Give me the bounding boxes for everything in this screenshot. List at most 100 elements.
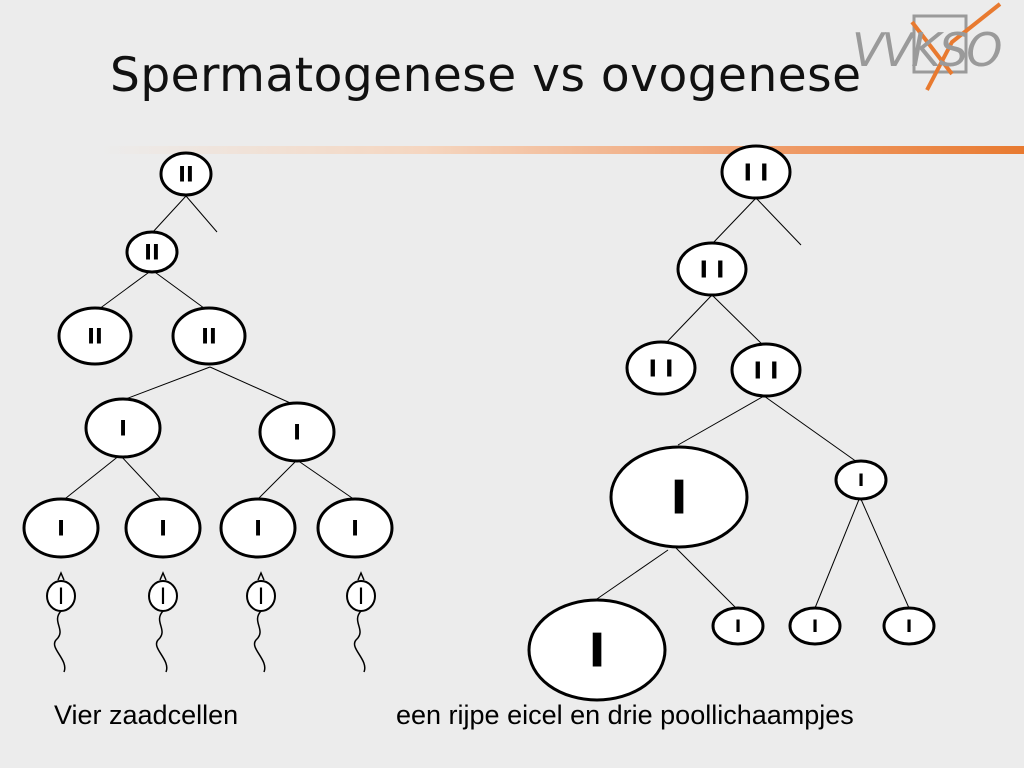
chromosome-label: I [293, 421, 301, 445]
division-line [711, 197, 757, 245]
division-line [185, 195, 218, 233]
division-line [711, 294, 765, 347]
chromosome-label: I [351, 517, 359, 541]
cell-membrane [84, 397, 162, 459]
chromosome-label: I [58, 585, 65, 610]
chromosome-label: I [735, 617, 741, 637]
chromosome-label: I [57, 517, 65, 541]
division-line [755, 197, 802, 246]
acrosome [257, 571, 265, 581]
cell-membrane [124, 497, 202, 559]
cell-membrane [125, 230, 179, 274]
cell-membrane [171, 306, 247, 366]
division-line [814, 496, 861, 609]
chromosome-label: II [87, 325, 103, 349]
cell-membrane [676, 241, 748, 297]
polar-body-cell: I [711, 606, 765, 646]
cell-membrane [609, 445, 749, 549]
logo-mark [910, 2, 1002, 91]
division-line [675, 547, 739, 611]
cell-membrane [788, 606, 842, 646]
sperm-cell: I [346, 571, 376, 673]
oogenesis-tree: I I I I I I I I I I I I I I [527, 144, 936, 702]
chromosome-label: I I [743, 160, 768, 186]
cell-membrane [834, 459, 888, 501]
chromosome-label: I [254, 517, 262, 541]
chromosome-label: I [160, 585, 167, 610]
spermatid-cell: I [22, 497, 100, 559]
chromosome-label: I [906, 617, 912, 637]
oocyte-cell: I I [730, 342, 802, 398]
sperm-cell: I [148, 571, 178, 673]
chromosome-label: I I [648, 356, 673, 382]
spermatid-cell: I [316, 497, 394, 559]
chromosome-label: I [588, 624, 605, 678]
chromosome-label: II [178, 163, 194, 187]
cell-membrane [882, 606, 936, 646]
cell-membrane [527, 598, 667, 702]
spermatid-cell: I [219, 497, 297, 559]
chromosome-label: I [812, 617, 818, 637]
cell-membrane [159, 151, 213, 197]
division-line [859, 496, 910, 609]
cell-membrane [57, 306, 133, 366]
cell-membrane [625, 340, 697, 396]
division-line [663, 294, 713, 346]
cell-membrane [219, 497, 297, 559]
sperm-cell: I [46, 571, 76, 673]
sperm-tail [155, 610, 168, 673]
cell-membrane [316, 497, 394, 559]
acrosome [159, 571, 167, 581]
chromosome-label: I [858, 471, 864, 491]
secondary-spermatocyte-cell: I [258, 401, 336, 463]
cell-membrane [720, 144, 792, 200]
spermatogonium-cell: II [159, 151, 213, 197]
sperm-tail [353, 610, 366, 673]
cell-membrane [730, 342, 802, 398]
division-line [763, 395, 858, 463]
division-line [119, 454, 165, 503]
division-line [122, 366, 211, 401]
oogonium-cell: I I [720, 144, 792, 200]
logo-wordmark: VVKSO [852, 23, 1003, 77]
cell-membrane [258, 401, 336, 463]
chromosome-label: I I [699, 257, 724, 283]
division-line [593, 549, 669, 602]
polar-body-cell: I [788, 606, 842, 646]
primary-spermatocyte-cell: II [125, 230, 179, 274]
chromosome-label: II [201, 325, 217, 349]
sperm-tail [53, 610, 66, 673]
division-line [256, 459, 298, 501]
oocyte-cell: I I [625, 340, 697, 396]
acrosome [357, 571, 365, 581]
spermatid-cell: I [124, 497, 202, 559]
first-polar-body-cell: I [834, 459, 888, 501]
acrosome [57, 571, 65, 581]
division-line [151, 269, 209, 312]
division-line [296, 459, 356, 501]
cell-membrane [22, 497, 100, 559]
division-line [209, 366, 298, 407]
sperm-cell: I [246, 571, 276, 673]
spermatocyte-cell: II [57, 306, 133, 366]
spermatogenesis-caption: Vier zaadcellen [54, 700, 239, 730]
division-line [677, 395, 765, 446]
sperm-tail [253, 610, 266, 673]
chromosome-label: I I [753, 358, 778, 384]
title-divider [100, 146, 1024, 154]
cell-membrane [711, 606, 765, 646]
mature-egg-cell: I [527, 598, 667, 702]
oogenesis-caption: een rijpe eicel en drie poollichaampjes [396, 700, 854, 730]
chromosome-label: I [670, 471, 687, 525]
chromosome-label: II [144, 241, 160, 265]
spermatocyte-cell: II [171, 306, 247, 366]
vvkso-logo: VVKSO [852, 2, 1003, 92]
division-line [60, 454, 121, 503]
chromosome-label: I [159, 517, 167, 541]
division-line [151, 195, 187, 234]
chromosome-label: I [358, 585, 365, 610]
chromosome-label: I [119, 417, 127, 441]
secondary-oocyte-cell: I [609, 445, 749, 549]
chromosome-label: I [258, 585, 265, 610]
